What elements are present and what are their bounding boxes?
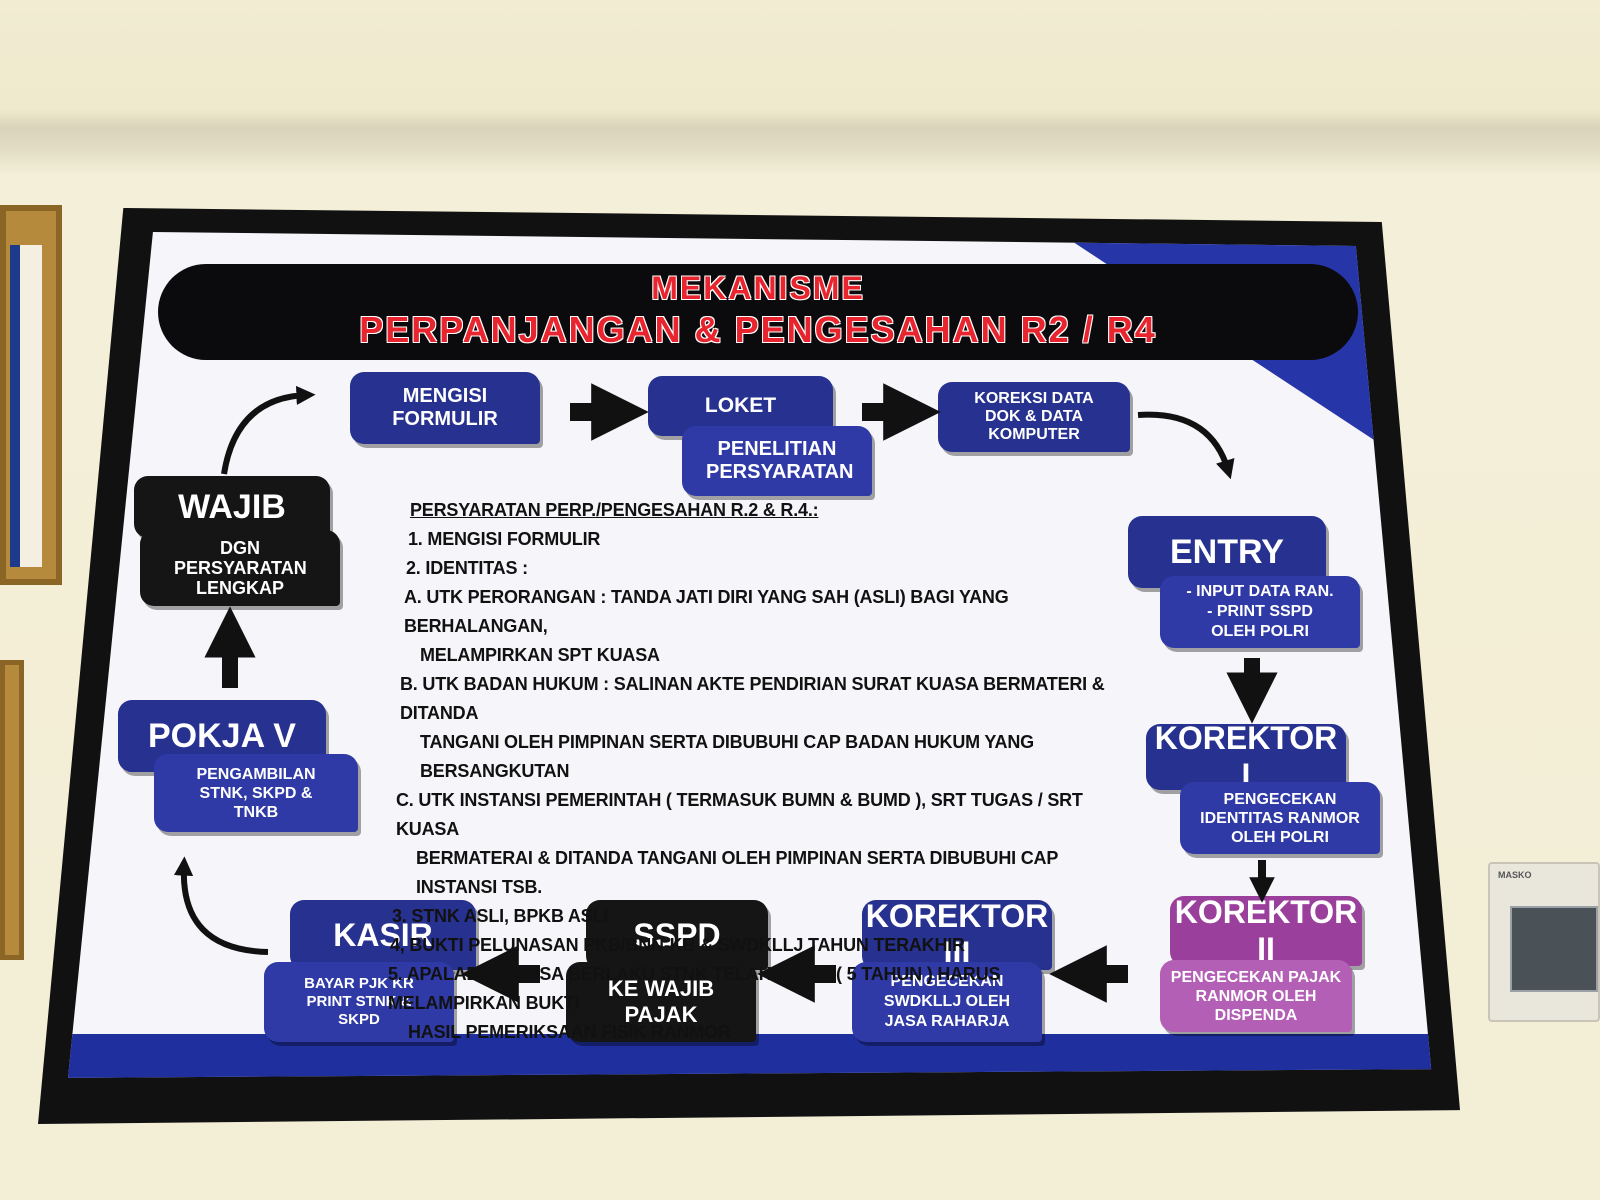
- title-line-1: MEKANISME: [651, 270, 865, 306]
- step-loket-label: LOKET: [704, 394, 777, 417]
- step-wajib-desc: DGN PERSYARATAN LENGKAP: [174, 538, 307, 598]
- step-koreksi-label: KOREKSI DATA DOK & DATA KOMPUTER: [974, 390, 1094, 443]
- step-entry-line-2: - PRINT SSPD OLEH POLRI: [1207, 603, 1313, 640]
- requirement-item: A. UTK PERORANGAN : TANDA JATI DIRI YANG…: [404, 587, 1009, 636]
- step-kasir: KASIR: [290, 900, 476, 970]
- electric-meter-box: MASKO: [1488, 862, 1600, 1022]
- step-wajib: WAJIB: [134, 476, 330, 538]
- step-koreksi-data: KOREKSI DATA DOK & DATA KOMPUTER: [938, 382, 1130, 452]
- requirement-item: BERMATERAI & DITANDA TANGANI OLEH PIMPIN…: [416, 848, 1058, 897]
- step-sspd-detail: KE WAJIB PAJAK: [566, 962, 756, 1042]
- title-line-2: PERPANJANGAN & PENGESAHAN R2 / R4: [359, 309, 1157, 350]
- meter-window: [1510, 906, 1598, 992]
- requirement-item: 2. IDENTITAS :: [406, 558, 528, 578]
- step-entry-title: ENTRY: [1170, 532, 1284, 571]
- step-korektor-2: KOREKTOR II: [1170, 894, 1362, 967]
- wall-picture-frame: [0, 205, 62, 585]
- step-korektor-1-detail: PENGECEKAN IDENTITAS RANMOR OLEH POLRI: [1180, 782, 1380, 854]
- poster: MEKANISME PERPANJANGAN & PENGESAHAN R2 /…: [68, 232, 1432, 1078]
- step-kasir-title: KASIR: [333, 916, 433, 953]
- step-wajib-detail: DGN PERSYARATAN LENGKAP: [140, 530, 340, 606]
- requirement-item: 3. STNK ASLI, BPKB ASLI: [392, 906, 609, 926]
- step-entry-line-1: - INPUT DATA RAN.: [1186, 583, 1334, 600]
- requirement-item: C. UTK INSTANSI PEMERINTAH ( TERMASUK BU…: [396, 790, 1083, 839]
- step-pokja-title: POKJA V: [147, 716, 296, 755]
- title-band: MEKANISME PERPANJANGAN & PENGESAHAN R2 /…: [158, 264, 1358, 360]
- step-korektor-3-detail: PENGECEKAN SWDKLLJ OLEH JASA RAHARJA: [852, 962, 1042, 1042]
- step-wajib-title: WAJIB: [178, 487, 286, 526]
- requirement-item: TANGANI OLEH PIMPINAN SERTA DIBUBUHI CAP…: [420, 732, 1034, 781]
- step-pokja-v-detail: PENGAMBILAN STNK, SKPD & TNKB: [154, 754, 358, 832]
- requirement-item: 5. APALABILA MASA BERLAKU STNK TELAH HAB…: [388, 964, 1001, 1013]
- step-mengisi-label: MENGISI FORMULIR: [392, 385, 498, 430]
- step-kasir-detail: BAYAR PJK KR PRINT STNK & SKPD: [264, 962, 454, 1042]
- step-sspd-desc: KE WAJIB PAJAK: [607, 976, 715, 1027]
- step-korektor-3-title: KOREKTOR III: [865, 898, 1049, 971]
- meter-brand-label: MASKO: [1498, 870, 1532, 880]
- step-penelitian-label: PENELITIAN PERSYARATAN: [706, 438, 854, 483]
- requirement-item: 4, BUKTI PELUNASAN PKB/BNN-KB & SWDKLLJ …: [390, 935, 965, 955]
- step-korektor-1-title: KOREKTOR I: [1154, 720, 1338, 793]
- step-entry-detail: - INPUT DATA RAN. - PRINT SSPD OLEH POLR…: [1160, 576, 1360, 648]
- step-mengisi-formulir: MENGISI FORMULIR: [350, 372, 540, 444]
- requirements-block: PERSYARATAN PERP./PENGESAHAN R.2 & R.4.:…: [370, 496, 1130, 1047]
- step-korektor-1-desc: PENGECEKAN IDENTITAS RANMOR OLEH POLRI: [1200, 790, 1360, 846]
- step-penelitian-persyaratan: PENELITIAN PERSYARATAN: [682, 426, 872, 496]
- requirement-item: MELAMPIRKAN SPT KUASA: [420, 645, 660, 665]
- step-korektor-2-title: KOREKTOR II: [1174, 894, 1358, 967]
- step-korektor-3: KOREKTOR III: [862, 898, 1052, 971]
- step-sspd: SSPD: [586, 900, 768, 970]
- step-pokja-desc: PENGAMBILAN STNK, SKPD & TNKB: [196, 765, 316, 821]
- step-korektor-3-desc: PENGECEKAN SWDKLLJ OLEH JASA RAHARJA: [883, 973, 1011, 1030]
- step-korektor-2-desc: PENGECEKAN PAJAK RANMOR OLEH DISPENDA: [1170, 968, 1342, 1024]
- requirement-item: HASIL PEMERIKSAAN FISIK RANMOR: [408, 1022, 731, 1042]
- step-korektor-1: KOREKTOR I: [1146, 720, 1346, 793]
- step-sspd-title: SSPD: [633, 916, 721, 953]
- step-korektor-2-detail: PENGECEKAN PAJAK RANMOR OLEH DISPENDA: [1160, 960, 1352, 1032]
- requirements-heading: PERSYARATAN PERP./PENGESAHAN R.2 & R.4.:: [410, 500, 819, 520]
- requirement-item: B. UTK BADAN HUKUM : SALINAN AKTE PENDIR…: [400, 674, 1105, 723]
- wall-picture-frame-2: [0, 660, 24, 960]
- requirement-item: 1. MENGISI FORMULIR: [408, 529, 601, 549]
- step-kasir-desc: BAYAR PJK KR PRINT STNK & SKPD: [304, 975, 414, 1028]
